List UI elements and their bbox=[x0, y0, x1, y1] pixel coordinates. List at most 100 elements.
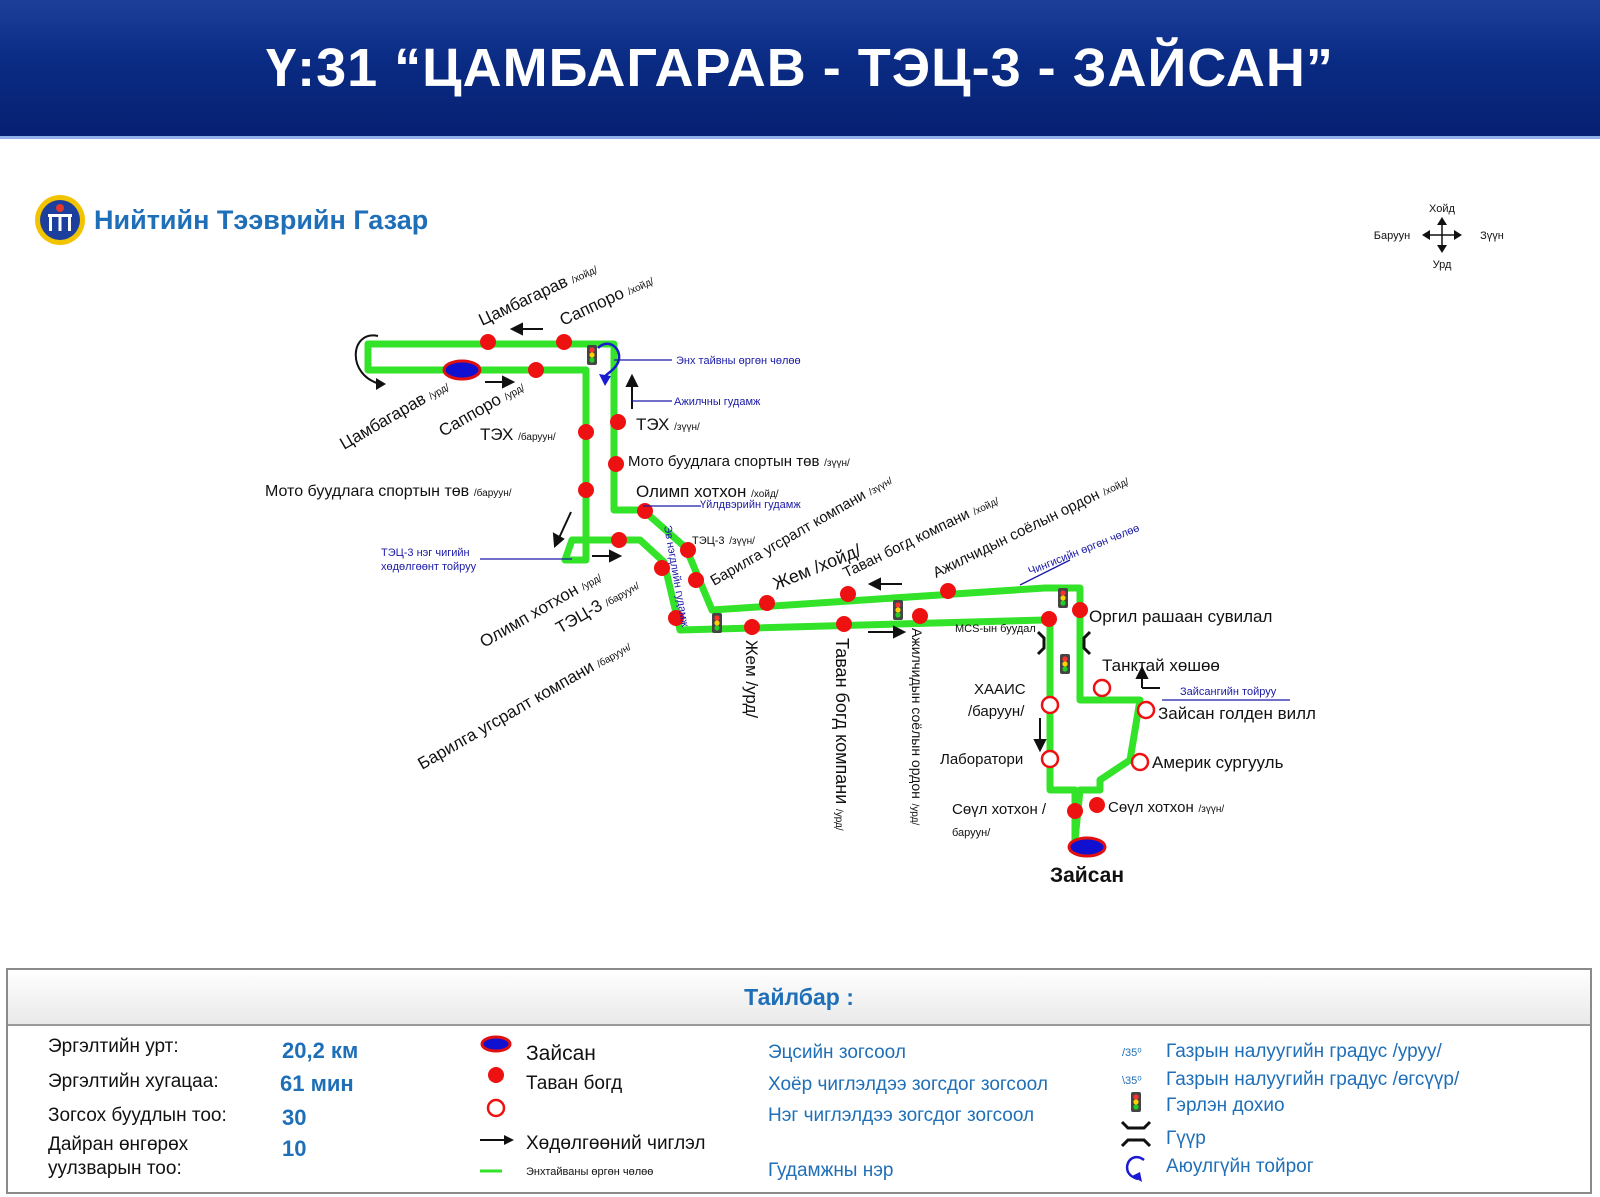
stat-crossings-label-2: уулзварын тоо: bbox=[48, 1158, 182, 1179]
stop-marker bbox=[578, 424, 594, 440]
u-turn-arrowhead-icon bbox=[376, 378, 386, 390]
stop-marker bbox=[688, 572, 704, 588]
stop-marker bbox=[608, 456, 624, 472]
compass-north: Хойд bbox=[1429, 203, 1455, 215]
stop-marker bbox=[1040, 749, 1060, 769]
street-chinggis: Чингисийн өргөн чөлөө bbox=[1027, 522, 1141, 578]
street-ajilchin: Ажилчны гудамж bbox=[674, 396, 761, 408]
stop-marker bbox=[1136, 700, 1156, 720]
legend-direction-example: Хөдөлгөөний чиглэл bbox=[526, 1133, 706, 1154]
stat-stops-value: 30 bbox=[282, 1105, 307, 1130]
route-line bbox=[364, 340, 1144, 844]
stop-label: Барилга угсралт компани /баруун/ bbox=[415, 636, 635, 774]
stat-length-value: 20,2 км bbox=[282, 1038, 359, 1063]
stop-marker bbox=[1041, 611, 1057, 627]
stat-crossings-label-1: Дайран өнгөрөх bbox=[48, 1134, 189, 1155]
stop-label: Цамбагарав /урд/ bbox=[337, 376, 453, 454]
legend-terminal-example: Зайсан bbox=[526, 1042, 596, 1065]
street-tets3-loop-1: ТЭЦ-3 нэг чигийн bbox=[381, 547, 470, 559]
stop-marker bbox=[668, 610, 684, 626]
title-banner: Ү:31 “ЦАМБАГАРАВ - ТЭЦ-3 - ЗАЙСАН” bbox=[0, 0, 1600, 139]
traffic-light-icon bbox=[1131, 1092, 1141, 1112]
stop-label: баруун/ bbox=[952, 827, 991, 839]
legend-title: Тайлбар : bbox=[8, 970, 1590, 1026]
legend-two-way-meaning: Хоёр чиглэлдээ зогсдог зогсоол bbox=[768, 1074, 1048, 1095]
stop-marker bbox=[1089, 797, 1105, 813]
stop-marker bbox=[680, 542, 696, 558]
compass-east: Зүүн bbox=[1480, 230, 1504, 242]
legend-one-way-meaning: Нэг чиглэлдээ зогсдог зогсоол bbox=[768, 1105, 1035, 1126]
stop-label: Мото буудлага спортын төв /зүүн/ bbox=[628, 451, 850, 470]
stop-label: Сөүл хотхон /зүүн/ bbox=[1108, 797, 1224, 816]
traffic-light-icon bbox=[893, 600, 903, 620]
stat-crossings-value: 10 bbox=[282, 1136, 307, 1161]
legend-roundabout: Аюулгүйн тойрог bbox=[1166, 1156, 1314, 1177]
traffic-light-icon bbox=[712, 613, 722, 633]
street-uildveriin: Үйлдвэрийн гудамж bbox=[700, 499, 801, 511]
legend-two-way-example: Таван богд bbox=[526, 1073, 623, 1094]
stop-label: Зайсан голден вилл bbox=[1158, 704, 1316, 723]
legend-traffic-light: Гэрлэн дохио bbox=[1166, 1095, 1285, 1116]
stop-marker bbox=[610, 414, 626, 430]
terminal-icon bbox=[480, 1035, 512, 1053]
stat-time-label: Эргэлтийн хугацаа: bbox=[48, 1071, 219, 1092]
u-turn-arrow-icon bbox=[354, 334, 381, 385]
organization: Нийтийн Тээврийн Газар bbox=[34, 194, 428, 246]
stop-marker bbox=[759, 595, 775, 611]
stop-marker bbox=[1092, 678, 1112, 698]
org-name: Нийтийн Тээврийн Газар bbox=[94, 204, 429, 235]
stop-label: ТЭХ /зүүн/ bbox=[636, 415, 700, 434]
route-title: Ү:31 “ЦАМБАГАРАВ - ТЭЦ-3 - ЗАЙСАН” bbox=[266, 38, 1334, 98]
org-logo-icon bbox=[35, 195, 85, 245]
stop-marker bbox=[1130, 752, 1150, 772]
compass-south: Урд bbox=[1433, 259, 1452, 271]
street-zaisan-loop: Зайсангийн тойруу bbox=[1180, 686, 1277, 698]
route-map: Энх тайвны өргөн чөлөө Ажилчны гудамж Үй… bbox=[265, 265, 1316, 887]
stop-marker bbox=[556, 334, 572, 350]
traffic-light-icon bbox=[1060, 654, 1070, 674]
stat-time-value: 61 мин bbox=[280, 1071, 354, 1096]
one-way-stop-icon bbox=[486, 1098, 506, 1118]
street-enkh-taivan: Энх тайвны өргөн чөлөө bbox=[676, 355, 801, 367]
legend-bridge: Гүүр bbox=[1166, 1128, 1206, 1149]
legend-icons bbox=[1120, 1092, 1152, 1182]
two-way-stop-icon bbox=[488, 1067, 504, 1083]
stop-label: Ажилчидын соёлын ордон /урд/ bbox=[908, 628, 927, 825]
legend-slope-down: Газрын налуугийн градус /уруу/ bbox=[1166, 1041, 1442, 1062]
stop-label: Жем /урд/ bbox=[742, 640, 761, 718]
stop-marker bbox=[912, 608, 928, 624]
stop-marker bbox=[528, 362, 544, 378]
roundabout-arrowhead-icon bbox=[599, 374, 611, 386]
stop-label: Лаборатори bbox=[940, 751, 1023, 768]
two-way-stops bbox=[480, 334, 1105, 819]
stop-marker bbox=[940, 583, 956, 599]
stop-marker bbox=[744, 619, 760, 635]
stop-marker bbox=[480, 334, 496, 350]
legend-route-example: Энхтайваны өргөн чөлөө bbox=[526, 1166, 654, 1178]
stop-label: Таван богд компани /урд/ bbox=[832, 638, 852, 831]
slope-up-mark: \35⁰ bbox=[1122, 1075, 1142, 1087]
stop-label: Оргил рашаан сувилал bbox=[1089, 607, 1272, 626]
traffic-light-icon bbox=[1058, 588, 1068, 608]
compass-icon: Хойд Урд Баруун Зүүн bbox=[1374, 203, 1504, 271]
traffic-light-icon bbox=[587, 345, 597, 365]
stat-length-label: Эргэлтийн урт: bbox=[48, 1036, 179, 1057]
bridge-icon bbox=[1120, 1120, 1152, 1148]
stop-marker bbox=[836, 616, 852, 632]
street-labels: Энх тайвны өргөн чөлөө Ажилчны гудамж Үй… bbox=[381, 355, 1277, 698]
stop-label: ТЭХ /баруун/ bbox=[480, 425, 556, 444]
stop-marker bbox=[1040, 695, 1060, 715]
legend-symbols bbox=[480, 1035, 514, 1173]
stop-marker bbox=[1067, 803, 1083, 819]
street-pointers bbox=[480, 359, 1290, 701]
stop-marker bbox=[637, 503, 653, 519]
stop-label: MCS-ын буудал bbox=[955, 623, 1036, 635]
direction-arrow-icon bbox=[480, 1135, 514, 1145]
legend-street-meaning: Гудамжны нэр bbox=[768, 1160, 894, 1181]
slope-down-mark: /35⁰ bbox=[1122, 1047, 1142, 1059]
bridge-icon bbox=[1036, 630, 1092, 656]
legend-terminal-meaning: Эцсийн зогсоол bbox=[768, 1042, 906, 1063]
stop-label: Танктай хөшөө bbox=[1102, 656, 1220, 675]
stop-label: Мото буудлага спортын төв /баруун/ bbox=[265, 481, 512, 500]
one-way-stops bbox=[1040, 678, 1156, 772]
